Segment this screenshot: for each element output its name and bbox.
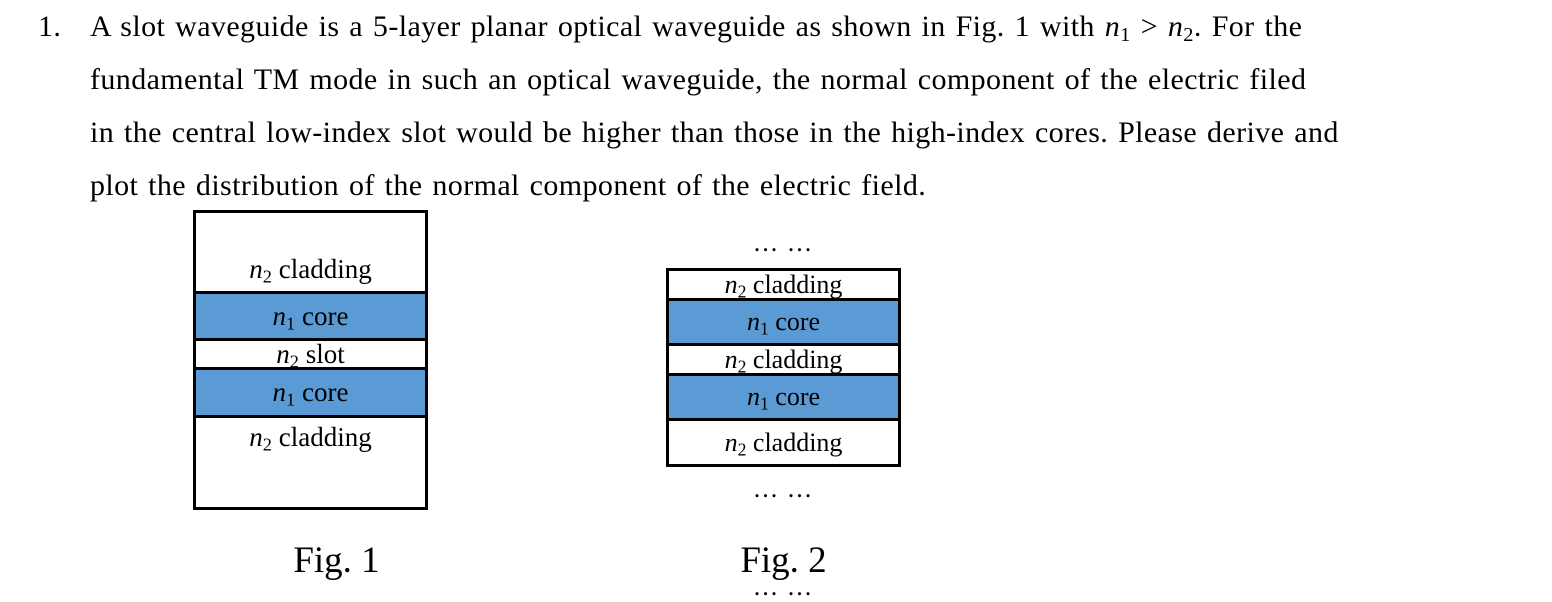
fig2-caption: Fig. 2 — [740, 540, 827, 581]
fig2-diagram: n2 cladding n1 core n2 cladding n1 core … — [666, 268, 901, 467]
fig1-layer-1-text: core — [295, 300, 349, 331]
fig2-dots-top: ... ... — [753, 228, 814, 257]
fig1-layer-1-sub: 1 — [286, 313, 296, 334]
problem-line-2: fundamental TM mode in such an optical w… — [90, 63, 1307, 96]
fig1-layer-4-text: cladding — [271, 422, 372, 452]
fig2-layer-4-sub: 2 — [737, 438, 747, 459]
fig1-layer-0-label: n2 cladding — [249, 254, 372, 287]
fig2-layer-2-sub: 2 — [737, 355, 747, 376]
fig2-layer-0-sub: 2 — [737, 280, 747, 301]
fig2-layer-3-sub: 1 — [759, 393, 769, 414]
fig2-layer-1-sub: 1 — [759, 318, 769, 339]
fig1-layer-2-sub: 2 — [289, 351, 299, 372]
fig1-layer-4-n: n — [249, 422, 263, 452]
fig2-layer-1-text: core — [768, 307, 821, 336]
fig1-layer-1-label: n1 core — [272, 300, 349, 334]
fig1-layer-cladding-top: n2 cladding — [196, 213, 425, 291]
line1-comparator: > — [1130, 10, 1168, 43]
fig1-layer-2-n: n — [276, 338, 290, 369]
fig2-layer-1-n: n — [746, 307, 760, 336]
fig1-layer-1-n: n — [272, 300, 287, 331]
fig1-layer-4-sub: 2 — [262, 434, 272, 455]
fig1-layer-cladding-bottom: n2 cladding — [196, 415, 425, 507]
symbol-n1: n — [1104, 10, 1121, 43]
fig2-layer-1-label: n1 core — [747, 307, 820, 337]
fig1-layer-core-upper: n1 core — [196, 291, 425, 338]
fig1-layer-3-text: core — [295, 377, 349, 407]
fig2-layer-core-lower: n1 core — [669, 373, 898, 418]
fig2-layer-4-label: n2 cladding — [725, 428, 843, 458]
problem-line-1: A slot waveguide is a 5-layer planar opt… — [90, 8, 1302, 46]
fig2-layer-cladding-middle: n2 cladding — [669, 343, 898, 375]
fig2-layer-3-text: core — [768, 382, 821, 411]
fig1-layer-0-text: cladding — [271, 254, 372, 284]
fig2-layer-cladding-bottom: n2 cladding — [669, 418, 898, 464]
line1-text-before: A slot waveguide is a 5-layer planar opt… — [90, 10, 1105, 43]
symbol-n1-subscript: 1 — [1120, 24, 1131, 47]
fig2-dots-bottom: ... ... — [753, 474, 814, 503]
fig1-layer-0-n: n — [249, 254, 263, 284]
fig2-layer-0-label: n2 cladding — [725, 270, 843, 300]
fig2-layer-2-n: n — [724, 344, 738, 374]
fig1-caption: Fig. 1 — [293, 540, 380, 581]
fig2-layer-0-n: n — [724, 269, 738, 299]
fig2-layer-0-text: cladding — [746, 269, 843, 299]
fig2-layer-4-n: n — [724, 427, 738, 457]
symbol-n2-subscript: 2 — [1183, 24, 1194, 47]
fig2-layer-4-text: cladding — [746, 427, 843, 457]
fig2-layer-2-text: cladding — [746, 344, 843, 374]
problem-number: 1. — [38, 10, 62, 43]
fig1-layer-3-n: n — [272, 377, 287, 407]
fig2-layer-3-label: n1 core — [747, 382, 820, 412]
symbol-n2: n — [1167, 10, 1184, 43]
fig2-layer-core-upper: n1 core — [669, 298, 898, 343]
fig1-layer-2-label: n2 slot — [276, 338, 345, 372]
fig1-layer-2-text: slot — [298, 338, 345, 369]
fig2-layer-3-n: n — [746, 382, 760, 411]
fig1-diagram: n2 cladding n1 core n2 slot n1 core n2 c… — [193, 210, 428, 510]
fig1-layer-core-lower: n1 core — [196, 367, 425, 415]
fig2-layer-2-label: n2 cladding — [725, 345, 843, 375]
fig1-layer-slot: n2 slot — [196, 338, 425, 372]
fig1-layer-3-sub: 1 — [286, 389, 296, 410]
fig2-dots-below-caption: ... ... — [753, 572, 814, 601]
problem-line-4: plot the distribution of the normal comp… — [90, 169, 927, 202]
problem-line-3: in the central low-index slot would be h… — [90, 116, 1339, 149]
line1-text-after: . For the — [1193, 10, 1303, 43]
fig1-layer-4-label: n2 cladding — [249, 422, 372, 455]
fig1-layer-0-sub: 2 — [262, 266, 272, 287]
fig1-layer-3-label: n1 core — [272, 377, 349, 410]
fig2-layer-cladding-top: n2 cladding — [669, 270, 898, 300]
